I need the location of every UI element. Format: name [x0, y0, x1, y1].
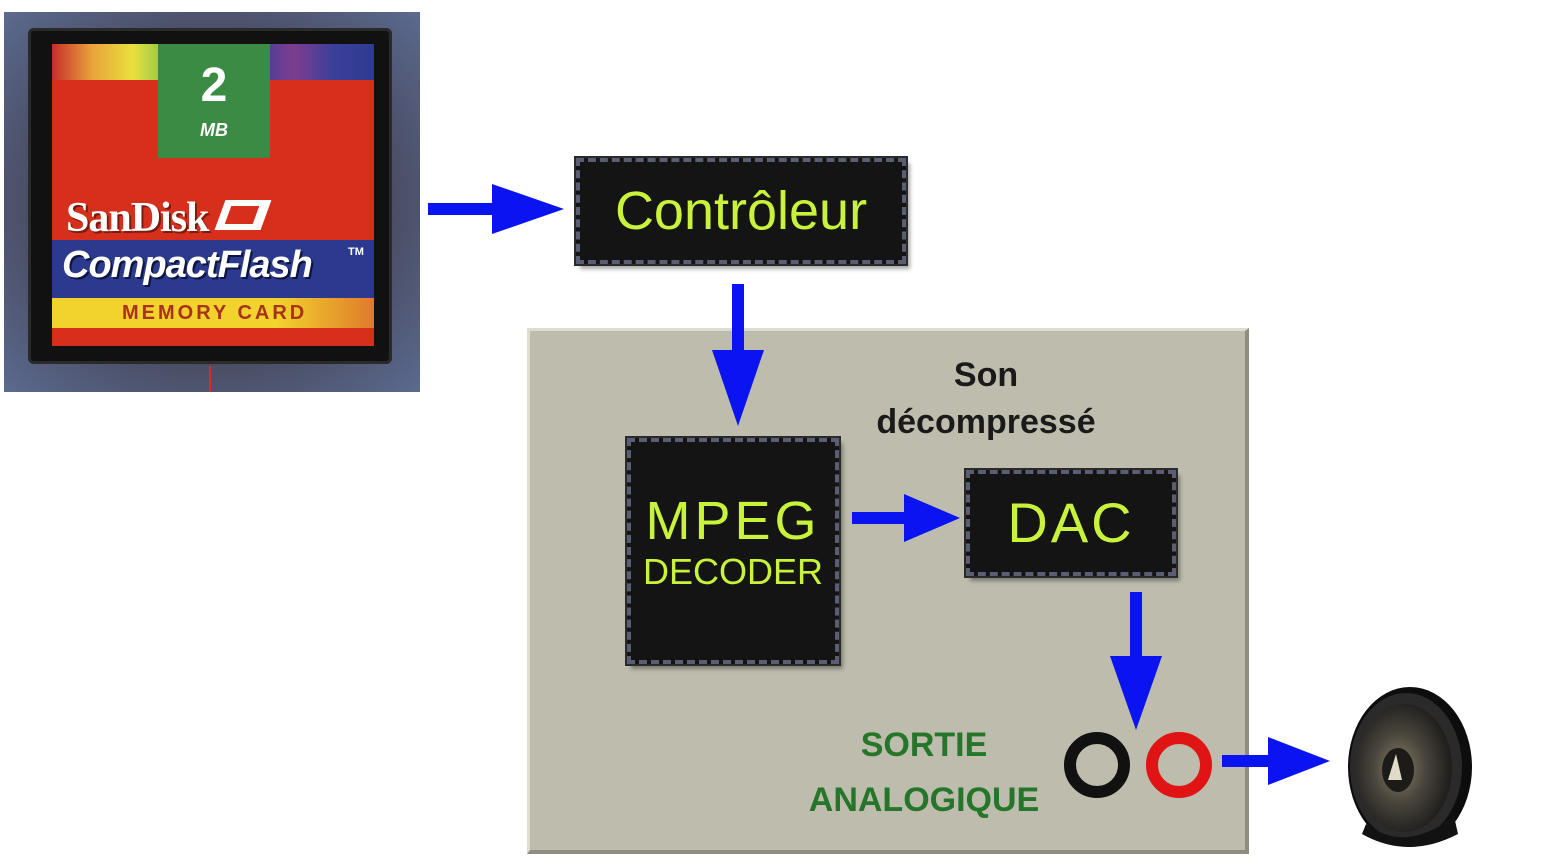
- controller-chip: Contrôleur: [576, 158, 906, 264]
- output-line-1: SORTIE: [860, 726, 988, 764]
- decompressed-line-1: Son: [953, 356, 1019, 394]
- brand-name: SanDisk: [66, 195, 209, 241]
- output-line-2: ANALOGIQUE: [808, 781, 1040, 820]
- arrow-controller-to-mpeg: [712, 284, 764, 426]
- analog-output-label: SORTIE ANALOGIQUE: [806, 718, 1042, 828]
- speaker-icon: [1348, 687, 1472, 847]
- mpeg-label: MPEG: [645, 491, 821, 551]
- arrow-dac-to-output: [1110, 592, 1162, 730]
- trademark: TM: [348, 246, 364, 258]
- product-name: CompactFlash: [62, 244, 313, 286]
- memory-card-capacity: 2 MB: [158, 44, 270, 158]
- product-bar: [52, 240, 374, 298]
- memory-bar: [52, 298, 374, 328]
- arrow-output-to-speaker: [1222, 737, 1330, 785]
- capacity-unit: MB: [200, 120, 228, 140]
- memory-card-pin: [209, 366, 211, 392]
- capacity-value: 2: [200, 59, 228, 112]
- decompressed-sound-label: Son décompressé: [846, 352, 1126, 446]
- controller-label: Contrôleur: [614, 181, 868, 241]
- mpeg-decoder-chip: MPEG DECODER: [627, 438, 839, 664]
- decoder-label: DECODER: [642, 551, 824, 592]
- arrow-mpeg-to-dac: [852, 494, 960, 542]
- dac-label: DAC: [1007, 491, 1135, 554]
- memory-card-label: 2 MB SanDisk CompactFlash TM MEMORY CARD: [52, 44, 374, 346]
- decompressed-line-2: décompressé: [876, 402, 1096, 441]
- arrow-card-to-controller: [428, 184, 564, 234]
- memory-card-subtitle: MEMORY CARD: [122, 302, 308, 324]
- dac-chip: DAC: [966, 470, 1176, 576]
